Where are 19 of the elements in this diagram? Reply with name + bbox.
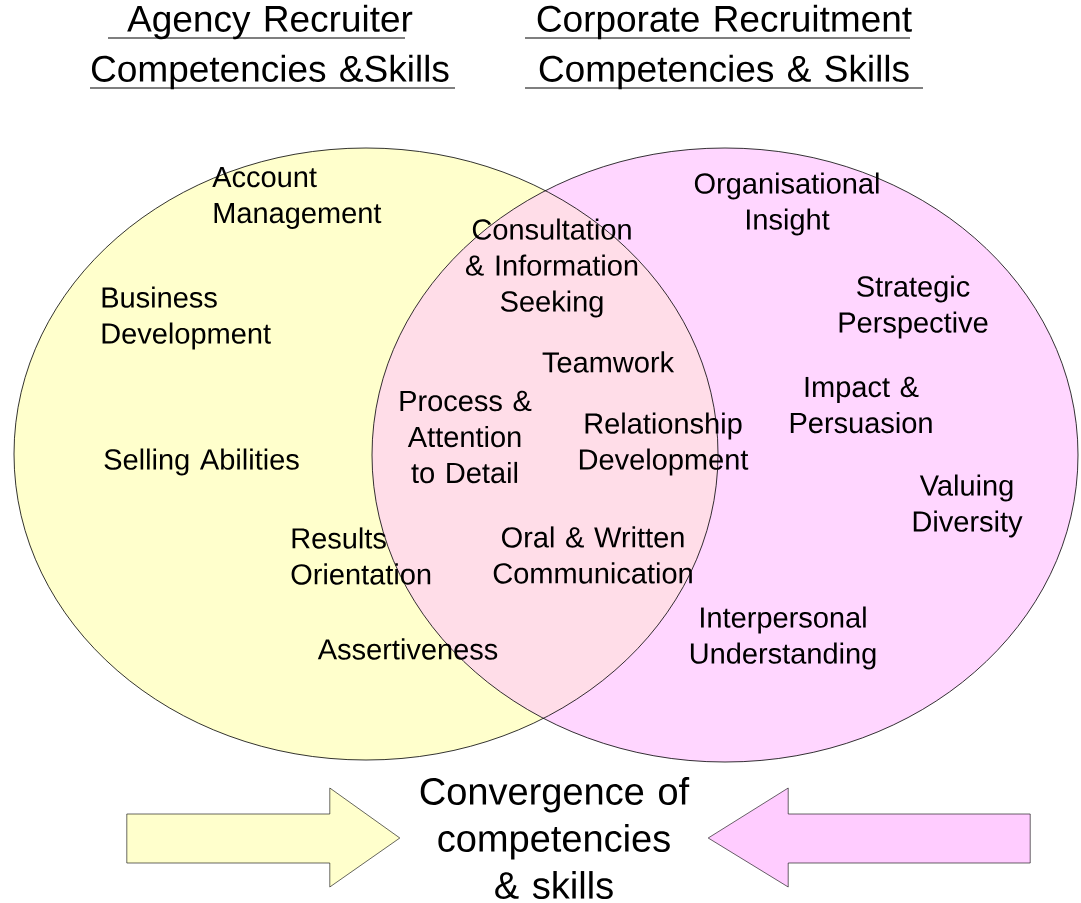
skill-label: Selling Abilities — [104, 448, 299, 476]
skill-label: Strategic Perspective — [839, 275, 988, 339]
skill-label: Impact & Persuasion — [790, 376, 932, 434]
skill-label: Process & Attention to Detail — [400, 390, 532, 484]
skill-label: Relationship Development — [579, 412, 749, 476]
skill-label: Account Management — [212, 167, 382, 229]
skill-label: Organisational Insight — [694, 172, 879, 236]
skill-label: Results Orientation — [291, 527, 431, 585]
heading: Corporate Recruitment Competencies & Skills — [524, 4, 924, 90]
skill-label: Valuing Diversity — [913, 474, 1023, 538]
skill-label: Oral & Written Communication — [493, 526, 692, 584]
heading: Agency Recruiter Competencies &Skills — [89, 4, 456, 90]
caption-text: Convergence of competencies & skills — [420, 777, 690, 899]
block-arrow — [707, 787, 1031, 888]
skill-label: Interpersonal Understanding — [690, 606, 876, 670]
skill-label: Assertiveness — [317, 638, 498, 660]
skill-label: Business Development — [102, 286, 271, 350]
skill-label: Teamwork — [542, 351, 675, 373]
block-arrow — [126, 787, 401, 888]
